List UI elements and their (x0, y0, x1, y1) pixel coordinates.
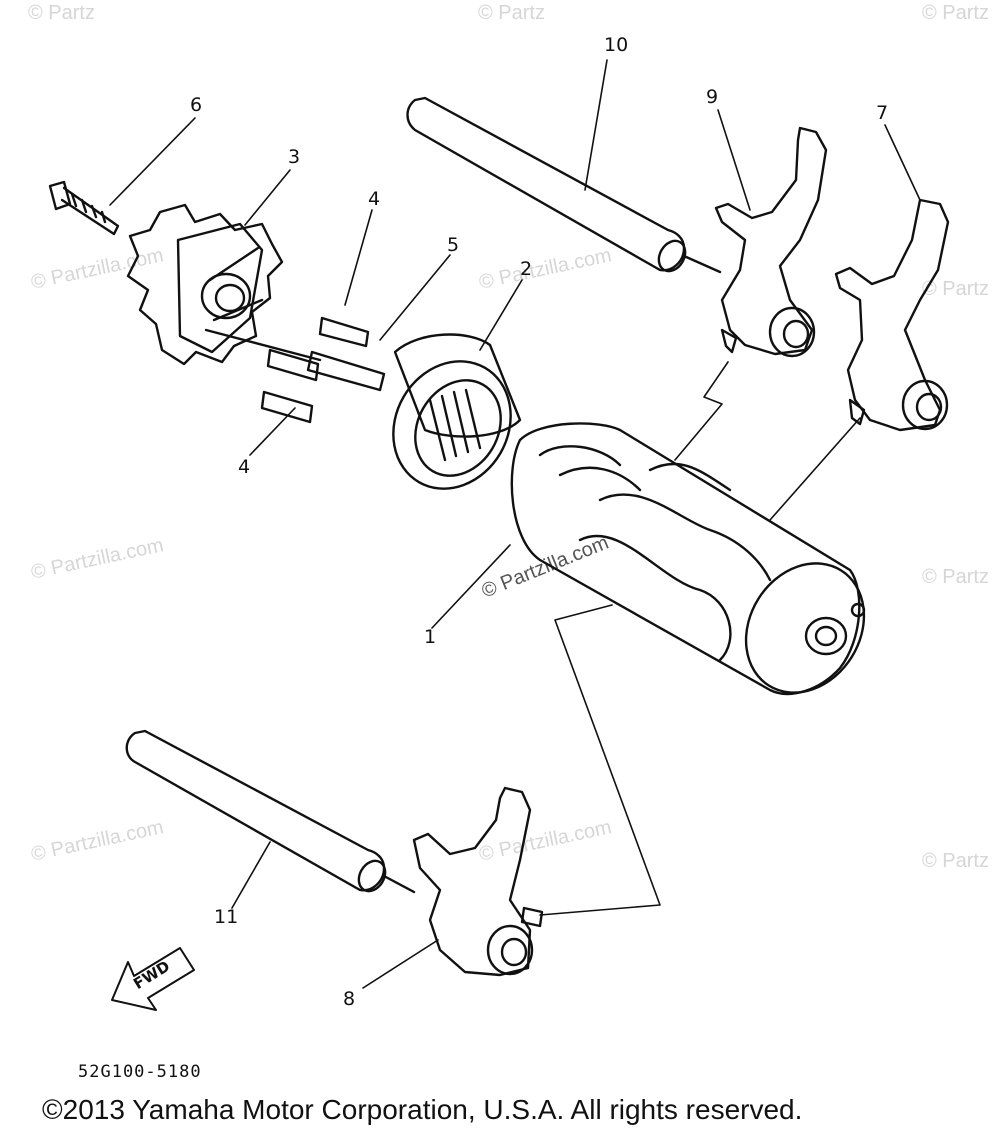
watermark: © Partz (922, 850, 989, 872)
callout-6: 6 (190, 94, 203, 116)
callout-8: 8 (343, 988, 356, 1010)
part-3-segment (126, 203, 322, 366)
part-4-pins (260, 316, 370, 424)
callout-11: 11 (214, 906, 239, 928)
watermark: © Partz (922, 278, 989, 300)
callout-4-lower: 4 (238, 456, 251, 478)
fwd-arrow-icon (111, 947, 195, 1011)
callout-5: 5 (447, 234, 460, 256)
copyright-notice: ©2013 Yamaha Motor Corporation, U.S.A. A… (42, 1094, 803, 1125)
callout-9: 9 (706, 86, 719, 108)
watermark: © Partz (922, 566, 989, 588)
callout-2: 2 (520, 258, 533, 280)
part-9-shift-fork (714, 126, 828, 358)
part-7-shift-fork (834, 198, 950, 432)
part-6-bolt (48, 180, 120, 236)
part-code: 52G100-5180 (78, 1062, 202, 1082)
leader-lines (109, 59, 921, 989)
callout-1: 1 (424, 626, 437, 648)
part-8-shift-fork (412, 786, 544, 977)
part-11-guide-bar (125, 729, 416, 894)
callout-7: 7 (876, 102, 889, 124)
watermark: © Partz (28, 2, 95, 24)
part-2-bearing (392, 333, 522, 490)
callout-4-upper: 4 (368, 188, 381, 210)
part-5-pin (306, 350, 386, 392)
callout-10: 10 (604, 34, 629, 56)
part-10-guide-bar (406, 96, 722, 274)
watermark: © Partz (478, 2, 545, 24)
callout-3: 3 (288, 146, 301, 168)
watermark: © Partz (922, 2, 989, 24)
part-1-shift-drum (510, 422, 866, 696)
